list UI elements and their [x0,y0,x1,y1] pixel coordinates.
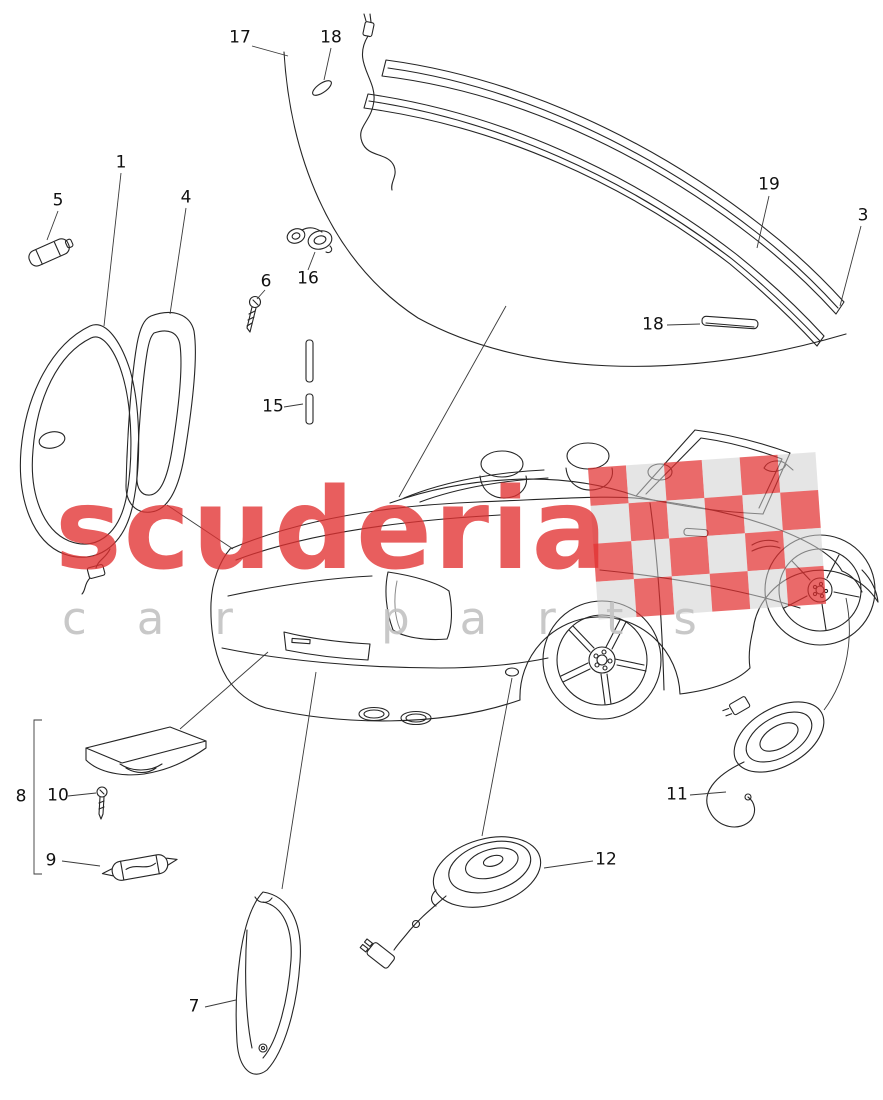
callout-15[interactable]: 15 [262,396,284,417]
callout-7[interactable]: 7 [188,996,200,1017]
reflector-assembly [235,891,301,1075]
callout-18-cable[interactable]: 18 [320,27,342,48]
bulb-5 [28,238,74,267]
callout-12[interactable]: 12 [595,849,617,870]
callout-5[interactable]: 5 [52,190,64,211]
callout-8[interactable]: 8 [15,786,27,807]
callout-9[interactable]: 9 [45,850,57,871]
callout-1[interactable]: 1 [115,152,127,173]
callout-16[interactable]: 16 [297,268,319,289]
callout-19[interactable]: 19 [758,174,780,195]
license-light-assembly [85,726,207,881]
callout-18-strip[interactable]: 18 [642,314,664,335]
callout-10[interactable]: 10 [47,785,69,806]
callout-4[interactable]: 4 [180,187,192,208]
callout-11[interactable]: 11 [666,784,688,805]
seal-strip-assembly [283,13,847,367]
callout-17[interactable]: 17 [229,27,251,48]
side-marker-11 [706,696,825,828]
callout-3[interactable]: 3 [857,205,869,226]
tail-lamp-assembly [19,227,333,595]
leader-lines [33,45,862,1008]
checkered-flag-watermark [588,452,827,620]
side-marker-12 [359,836,542,969]
callout-6[interactable]: 6 [260,271,272,292]
